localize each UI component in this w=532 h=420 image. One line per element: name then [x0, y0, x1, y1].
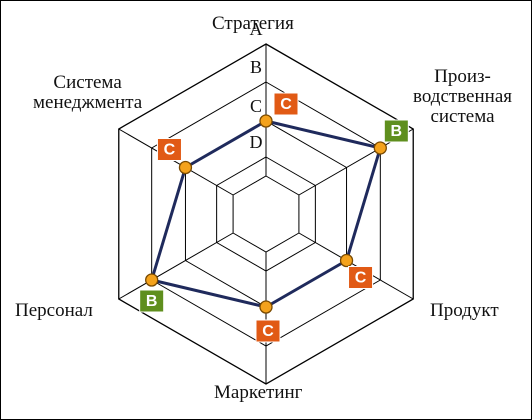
value-badge-6 [156, 138, 182, 161]
axis-label-strategy: Стратегия [212, 13, 294, 34]
value-badge-label-1: C [280, 96, 292, 113]
value-badge-label-4: C [262, 323, 274, 340]
axis-label-production-line-3: система [430, 106, 495, 127]
value-marker-5 [145, 273, 159, 287]
value-badge-2 [383, 119, 409, 143]
axis-label-product: Продукт [430, 300, 499, 321]
value-marker-4 [259, 300, 273, 314]
value-badge-1 [273, 92, 299, 116]
grid-ring-5 [232, 175, 300, 253]
level-label-d: D [250, 132, 263, 152]
value-badge-3 [348, 266, 374, 289]
level-label-a: A [250, 19, 263, 39]
axis-label-production-system: Произ- водственная система [413, 67, 512, 127]
value-badge-label-3: C [355, 270, 367, 287]
value-badge-5 [139, 289, 165, 313]
axis-label-management-line-1: Система [53, 72, 122, 93]
axis-label-marketing: Маркетинг [214, 382, 303, 403]
value-badge-label-2: B [391, 123, 403, 140]
value-badge-4 [255, 319, 281, 343]
axis-label-production-line-1: Произ- [434, 66, 491, 87]
axis-label-management-line-2: менеджмента [33, 92, 143, 113]
value-badge-label-5: B [146, 293, 158, 310]
value-marker-3 [339, 253, 354, 268]
level-label-b: B [250, 57, 262, 77]
axis-label-production-line-2: водственная [413, 86, 512, 107]
value-badge-label-6: C [164, 142, 176, 159]
radial-axis-6 [118, 128, 234, 196]
value-marker-6 [178, 160, 193, 175]
axis-label-personnel: Персонал [15, 300, 93, 321]
axis-label-management-system: Система менеджмента [33, 73, 142, 113]
value-marker-2 [373, 141, 387, 155]
radial-axis-5 [118, 232, 234, 300]
level-label-c: C [250, 96, 262, 116]
value-marker-1 [259, 114, 273, 128]
